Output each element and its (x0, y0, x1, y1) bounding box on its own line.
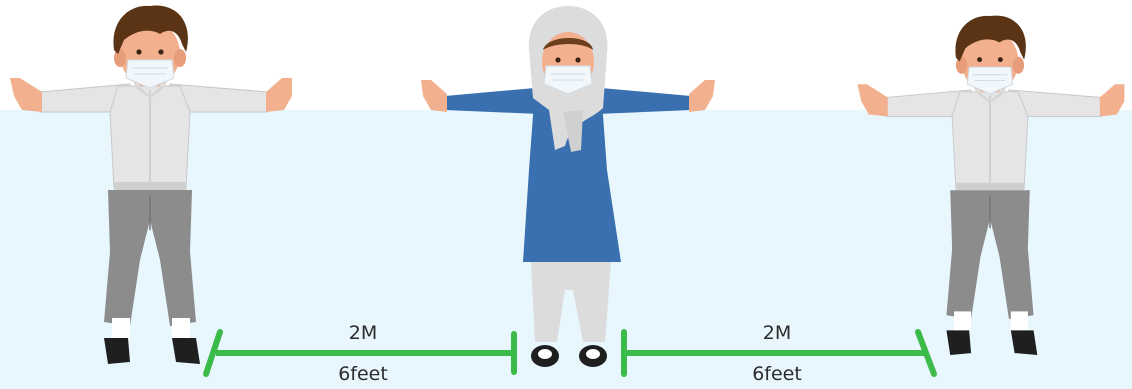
boy-right (857, 16, 1124, 355)
right-hand (1100, 84, 1125, 116)
right-eye (158, 49, 163, 54)
distance-imperial-label: 6feet (198, 363, 528, 385)
right-shoe (172, 338, 200, 364)
right-hand (266, 78, 292, 112)
shirt-hem (956, 183, 1024, 191)
left-eye (136, 49, 141, 54)
distance-imperial-label: 6feet (612, 363, 942, 385)
left-arm (445, 88, 539, 114)
right-arm (597, 88, 691, 114)
right-eye (998, 57, 1003, 62)
right-hand (689, 80, 715, 112)
girl-center (421, 6, 715, 367)
shirt-hem (114, 182, 186, 190)
left-sock (954, 311, 971, 332)
trousers (531, 262, 611, 342)
distance-marker-left: 2M 6feet (198, 318, 528, 389)
right-ear (174, 49, 186, 67)
distance-metric-label: 2M (198, 322, 528, 344)
left-hand (857, 84, 887, 116)
right-sock (172, 318, 190, 340)
left-hand (421, 80, 447, 112)
left-hand (10, 78, 42, 112)
left-sock (112, 318, 130, 340)
left-shoe (946, 330, 971, 355)
left-shoe-strap (538, 349, 552, 359)
right-sock (1011, 311, 1028, 332)
right-shoe-strap (586, 349, 600, 359)
distance-marker-right: 2M 6feet (612, 318, 942, 389)
left-eye (555, 57, 560, 62)
right-eye (575, 57, 580, 62)
left-eye (977, 57, 982, 62)
left-shoe (104, 338, 130, 364)
distance-metric-label: 2M (612, 322, 942, 344)
right-shoe (1011, 330, 1038, 355)
boy-left (10, 5, 292, 364)
right-ear (1013, 57, 1024, 74)
